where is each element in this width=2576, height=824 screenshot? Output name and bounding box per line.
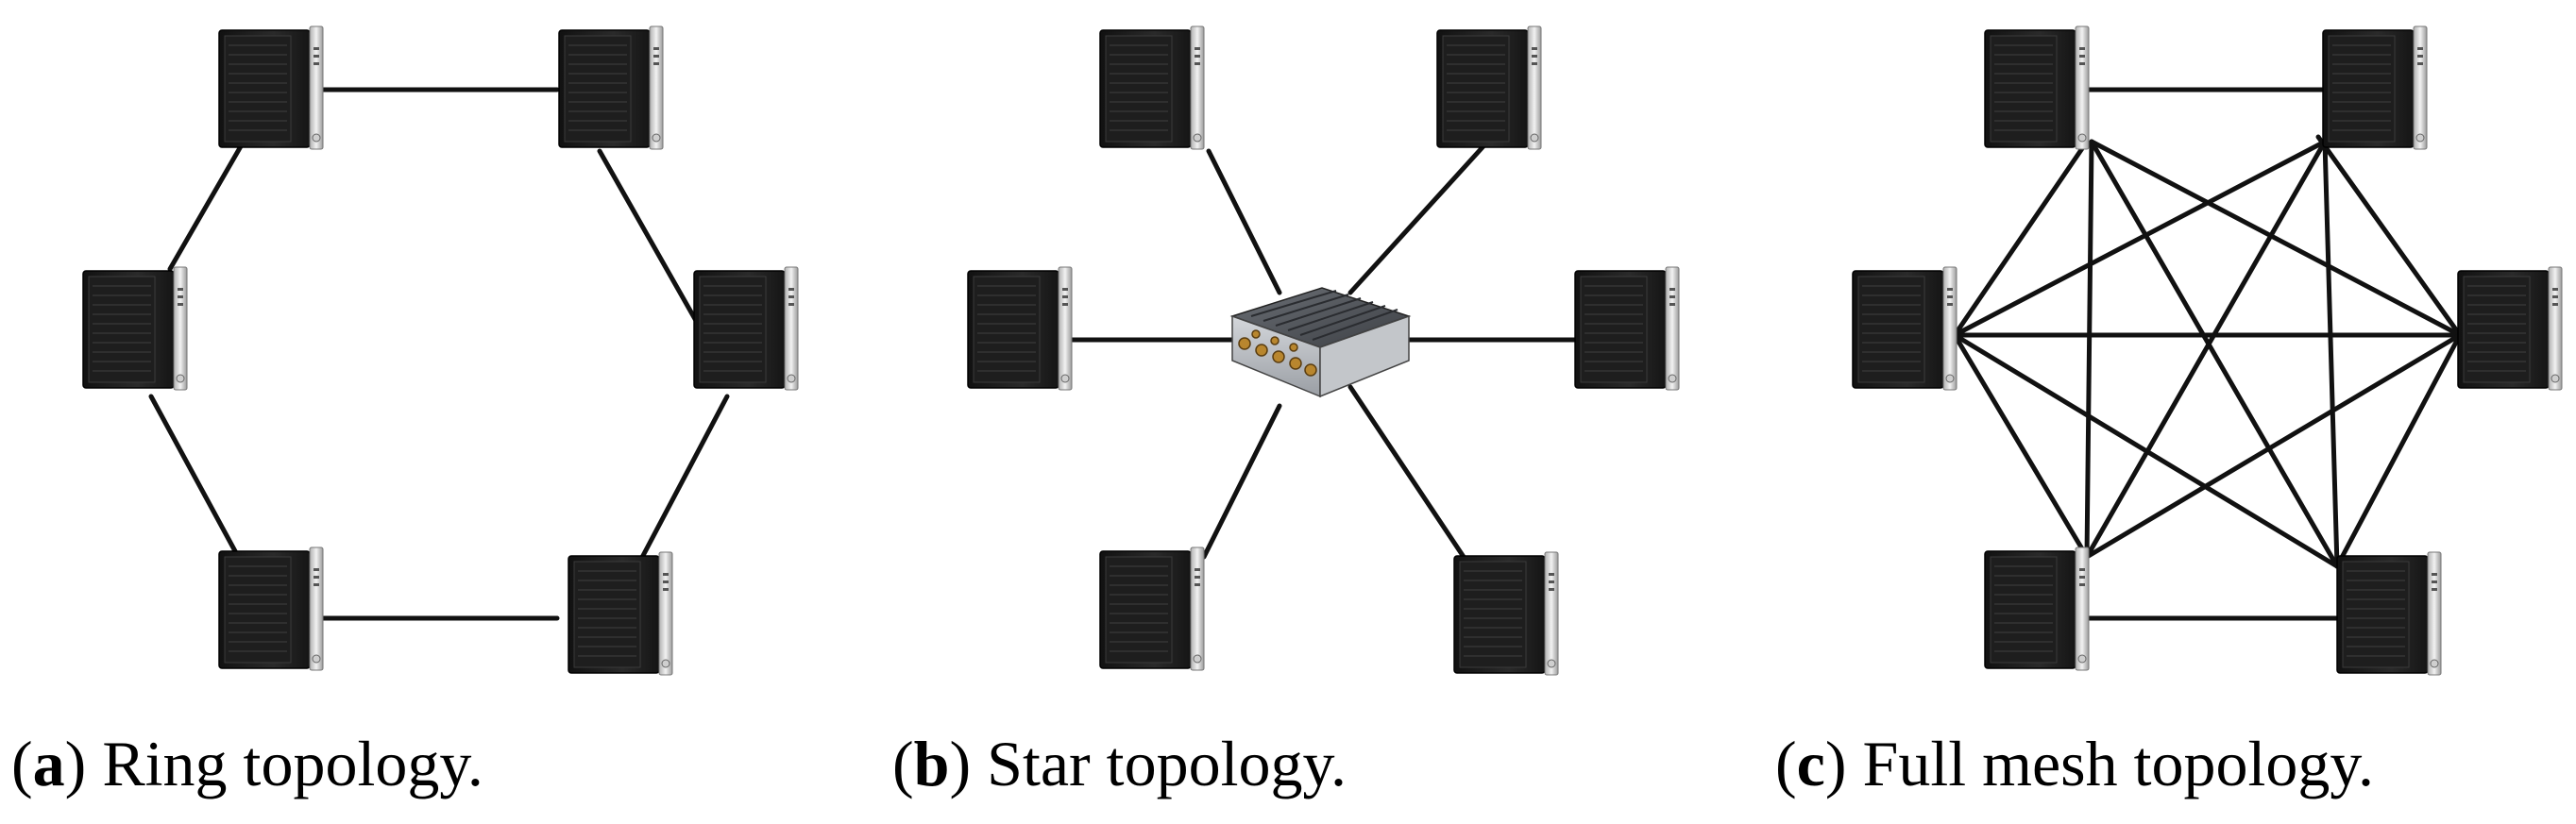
mesh-topology-links [1952, 87, 2463, 621]
desktop-tower-icon [693, 266, 799, 391]
mesh-link [2334, 332, 2463, 569]
figure-caption-c: (c) Full mesh topology. [1775, 728, 2375, 799]
desktop-tower-icon [1852, 266, 1957, 391]
desktop-tower-icon [82, 266, 188, 391]
mesh-link [2322, 139, 2340, 569]
mesh-link [1952, 139, 2328, 338]
ring-topology-links [148, 87, 730, 621]
mesh-link [2089, 139, 2340, 569]
caption-text: Star topology. [987, 728, 1347, 799]
desktop-tower-icon [2457, 266, 2563, 391]
desktop-tower-icon [1436, 25, 1542, 150]
mesh-link [2084, 139, 2328, 560]
star-link [1201, 403, 1282, 560]
ring-link [148, 394, 244, 564]
star-link [1347, 384, 1466, 560]
mesh-link [2089, 139, 2463, 338]
desktop-tower-icon [218, 547, 324, 671]
ring-link [167, 143, 244, 272]
desktop-tower-icon [218, 25, 324, 150]
figure-label: c [1796, 728, 1825, 799]
star-topology-links [1069, 134, 1580, 560]
star-link [1347, 134, 1495, 295]
desktop-tower-icon [2336, 551, 2442, 676]
mesh-link [2084, 332, 2463, 560]
caption-text: Full mesh topology. [1862, 728, 2375, 799]
mesh-link [2084, 139, 2094, 560]
ring-topology-nodes [82, 25, 799, 676]
mesh-link [1952, 332, 2090, 560]
figure-caption-b: (b) Star topology. [892, 728, 1347, 799]
desktop-tower-icon [2322, 25, 2428, 150]
mesh-link [1952, 332, 2340, 569]
ring-link [597, 148, 702, 328]
desktop-tower-icon [1099, 547, 1205, 671]
figure-label: b [913, 728, 950, 799]
desktop-tower-icon [558, 25, 664, 150]
desktop-tower-icon [1099, 25, 1205, 150]
figure-label: a [32, 728, 65, 799]
star-link [1206, 148, 1282, 295]
desktop-tower-icon [1574, 266, 1680, 391]
caption-text: Ring topology. [102, 728, 483, 799]
ring-link [635, 394, 730, 569]
figure-caption-a: (a) Ring topology. [11, 728, 483, 799]
network-switch-icon [1229, 287, 1412, 398]
desktop-tower-icon [1453, 551, 1559, 676]
desktop-tower-icon [1984, 25, 2090, 150]
desktop-tower-icon [1984, 547, 2090, 671]
mesh-link [1952, 139, 2090, 338]
desktop-tower-icon [568, 551, 673, 676]
mesh-link [2315, 134, 2463, 338]
desktop-tower-icon [967, 266, 1073, 391]
